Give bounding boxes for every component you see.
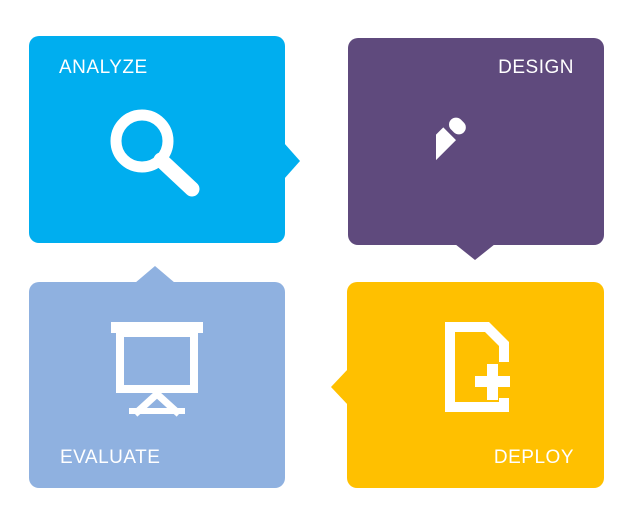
tile-design: DESIGN	[348, 38, 604, 260]
tile-label-design: DESIGN	[498, 57, 574, 78]
tile-label-analyze: ANALYZE	[59, 57, 148, 78]
new-document-icon	[445, 322, 510, 412]
tile-deploy: DEPLOY	[331, 282, 604, 488]
arrow-pointer	[331, 369, 348, 405]
magnifier-icon	[110, 109, 200, 197]
tile-evaluate: EVALUATE	[29, 266, 285, 488]
arrow-pointer	[284, 143, 300, 179]
tile-label-deploy: DEPLOY	[493, 447, 574, 468]
tile-analyze: ANALYZE	[29, 36, 300, 243]
presentation-screen-icon	[111, 322, 203, 417]
tile-label-evaluate: EVALUATE	[60, 447, 161, 468]
arrow-pointer	[135, 266, 175, 283]
arrow-pointer	[455, 244, 495, 260]
pencil-icon	[436, 117, 466, 192]
